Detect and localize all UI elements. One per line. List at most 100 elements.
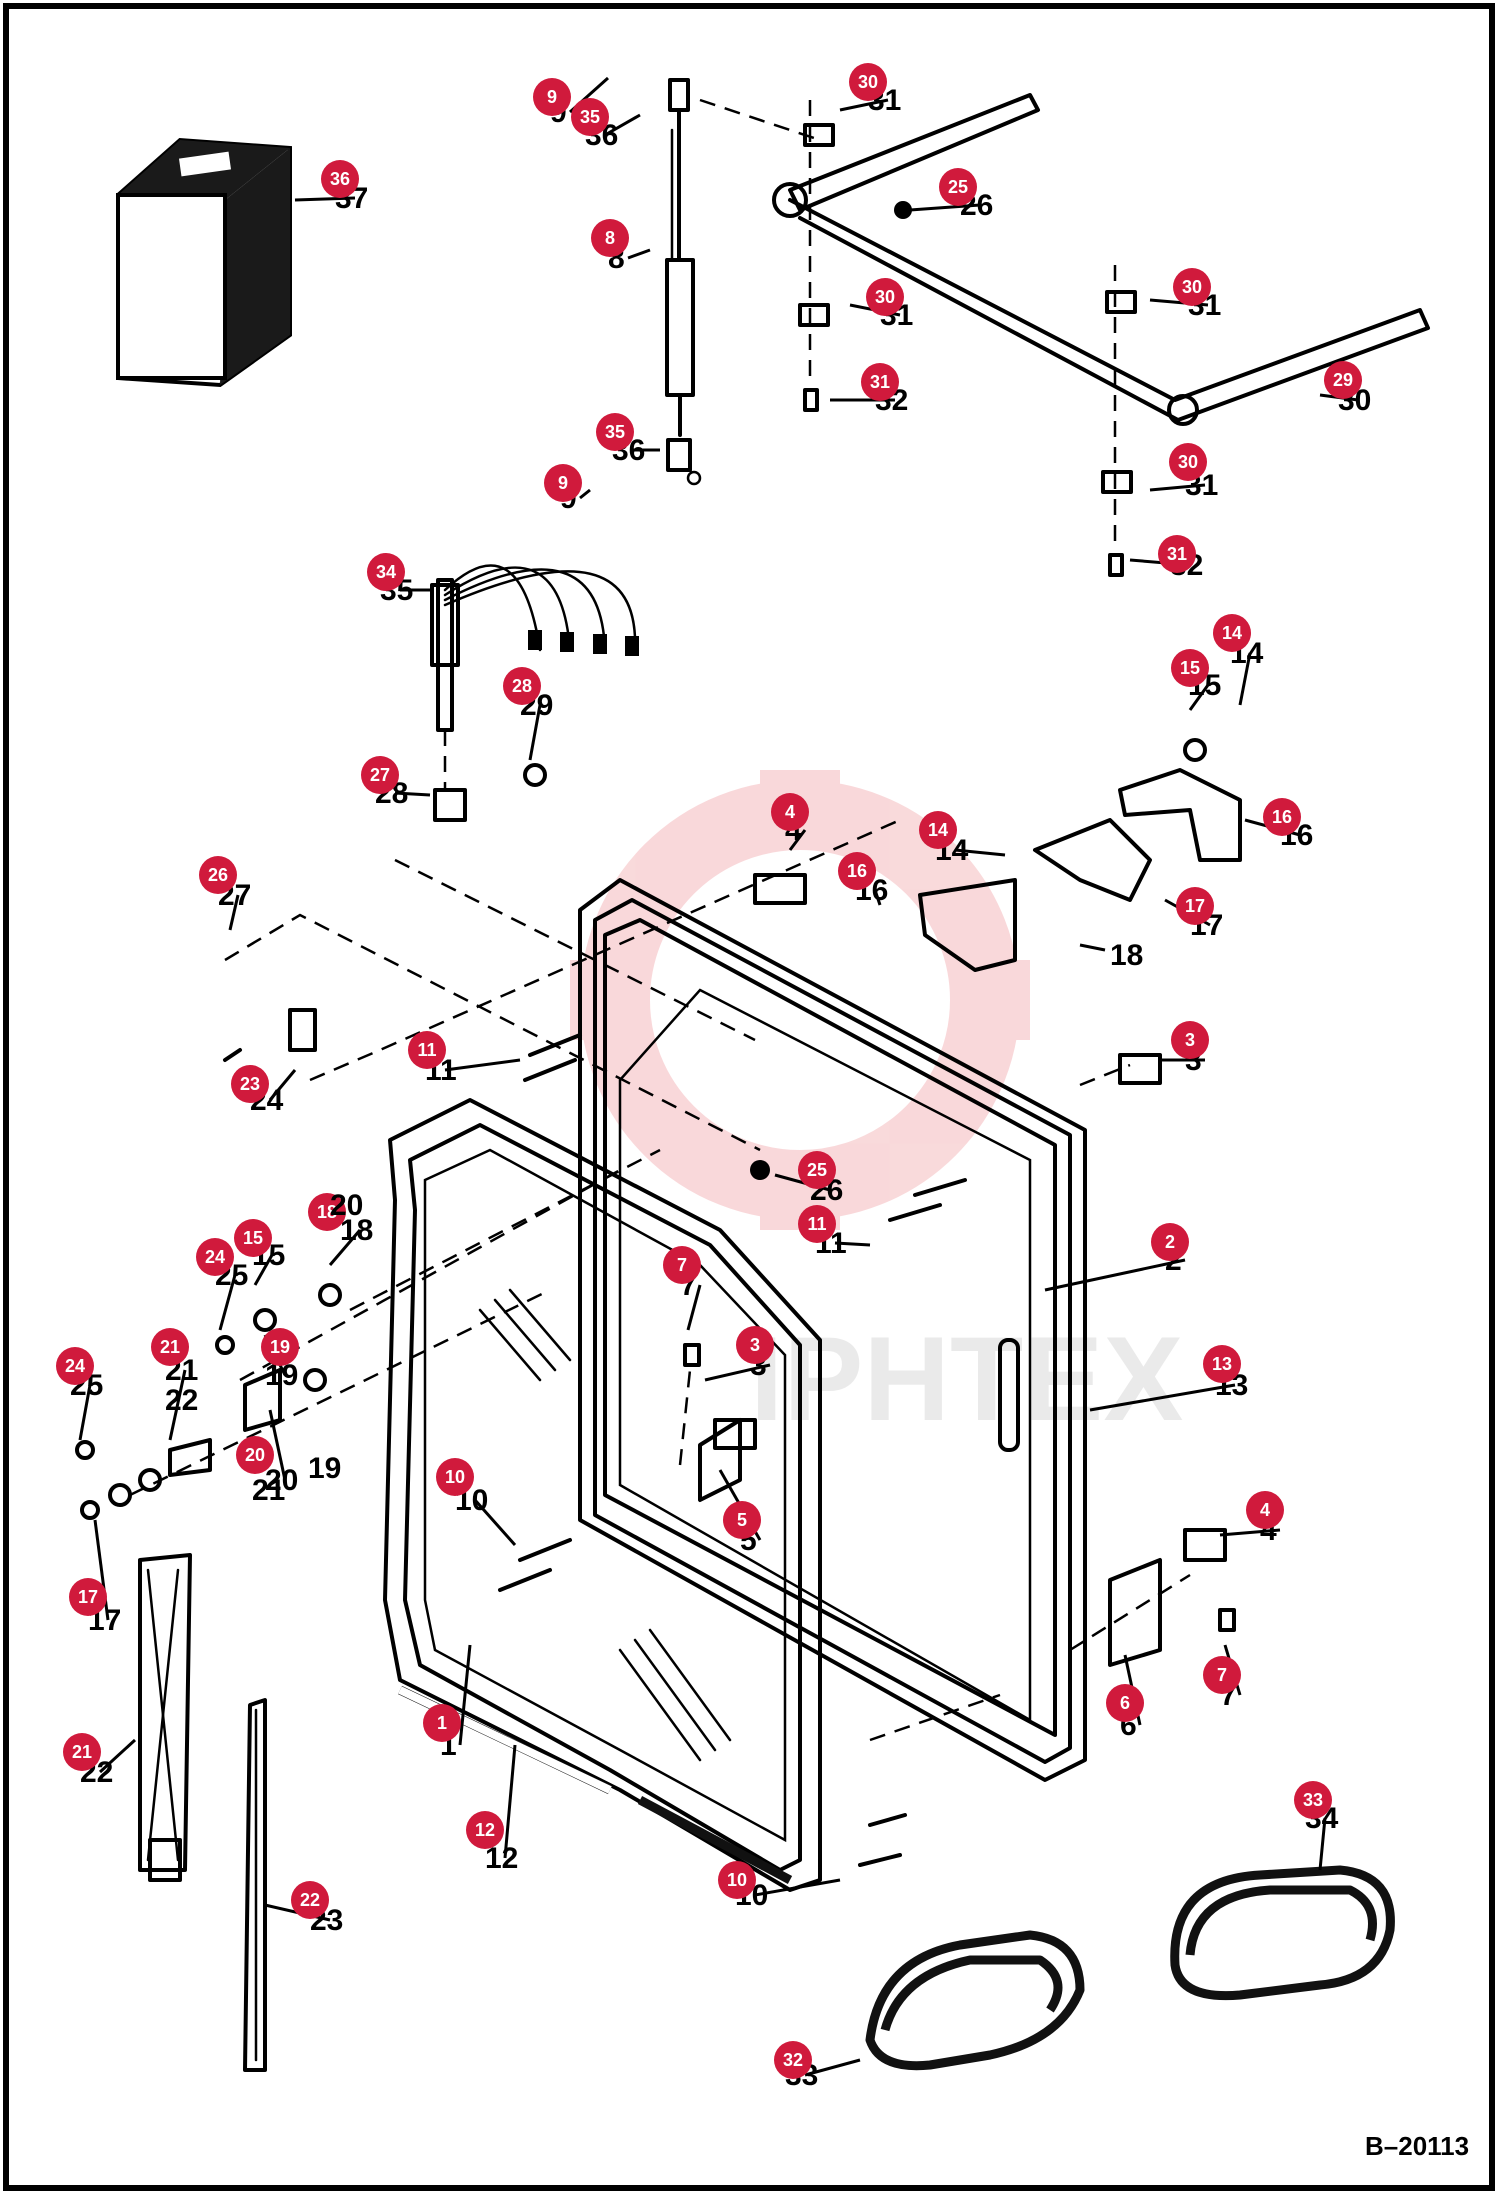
callout-leader [294,196,356,202]
callout-1: 11 [423,1644,472,1762]
callout-number: 19 [270,1337,290,1357]
callout-number: 2 [1165,1232,1175,1252]
callout-marker [503,667,541,705]
callout-3: 33 [1160,1021,1209,1077]
callout-marker [69,1578,107,1616]
callout-leader [268,1409,287,1481]
callout-leader [528,704,542,761]
callout-number: 7 [677,1255,687,1275]
callout-number: 3 [1185,1030,1195,1050]
callout-marker [771,793,809,831]
callout-marker [571,98,609,136]
callout-number: 23 [240,1074,260,1094]
callout-5: 55 [718,1469,762,1557]
callout-number: 24 [205,1247,225,1267]
callout-leader [839,98,889,112]
callout-number: 36 [330,169,350,189]
callout-leader [458,1644,472,1746]
callout-marker [231,1065,269,1103]
part-2-inner-frame [603,918,1057,1737]
drawing-id: B–20113 [1365,2131,1469,2161]
callout-2: 22 [1044,1223,1189,1292]
callout-number: 15 [1180,658,1200,678]
callout-leader [954,848,1006,857]
callout-number: 14 [1222,623,1242,643]
callout-leader [704,1363,771,1382]
callout-leader [253,1254,274,1286]
callout-leader [503,1744,517,1859]
callout-marker [1246,1491,1284,1529]
callout-leader [604,113,641,137]
callout-marker [798,1205,836,1243]
label-20: 20 [330,1189,363,1222]
callout-leader [1188,684,1210,711]
part-number-label: 20 [265,1464,298,1497]
callout-leader [98,1738,137,1774]
plain-label-layer: 18 19 20 21 22 [165,939,1143,1507]
callout-number: 25 [948,177,968,197]
part-35-harness [430,564,639,822]
callout-number: 28 [512,676,532,696]
callout-marker [1203,1656,1241,1694]
callout-marker [261,1328,299,1366]
part-37-box [116,137,292,388]
label-18: 18 [1110,939,1143,972]
callout-marker [1263,798,1301,836]
watermark-text: IPHTEX [750,1312,1183,1446]
callout-leader [1219,1528,1281,1537]
callout-marker [56,1347,94,1385]
callout-number: 34 [376,562,396,582]
callout-marker [718,1861,756,1899]
callout-number: 18 [317,1202,337,1222]
callout-marker [361,756,399,794]
callout-marker [1294,1781,1332,1819]
callout-marker [861,363,899,401]
callout-number: 35 [580,107,600,127]
callout-9: 99 [544,464,591,515]
callout-number: 4 [785,802,795,822]
callout-6: 66 [1106,1654,1144,1742]
callout-marker [321,160,359,198]
callout-marker [866,278,904,316]
callout-marker [736,1326,774,1364]
label-21: 21 [252,1474,285,1507]
callout-leader [228,894,240,931]
callout-leader [78,1384,92,1441]
callout-marker [544,464,582,502]
callout-marker [663,1246,701,1284]
callout-marker [798,1151,836,1189]
callout-number: 25 [807,1160,827,1180]
part-33-gasket [865,1930,1085,2071]
callout-number: 10 [727,1870,747,1890]
callout-4: 44 [1219,1491,1284,1547]
callout-leader [579,488,591,500]
callout-8: 88 [591,219,651,275]
callout-marker [308,1193,346,1231]
callout-layer: 1122333344445566777788999910101010111111… [56,63,1371,2092]
callout-number: 17 [1185,896,1205,916]
callout-3: 33 [704,1326,774,1382]
callout-number: 11 [807,1214,826,1234]
callout-leader [328,1229,362,1266]
callout-number: 3 [750,1335,760,1355]
callout-leader [1149,483,1206,492]
callout-marker [1203,1345,1241,1383]
callout-number: 8 [605,228,615,248]
callout-marker [919,811,957,849]
callout-number: 16 [847,861,867,881]
callout-number: 31 [870,372,890,392]
